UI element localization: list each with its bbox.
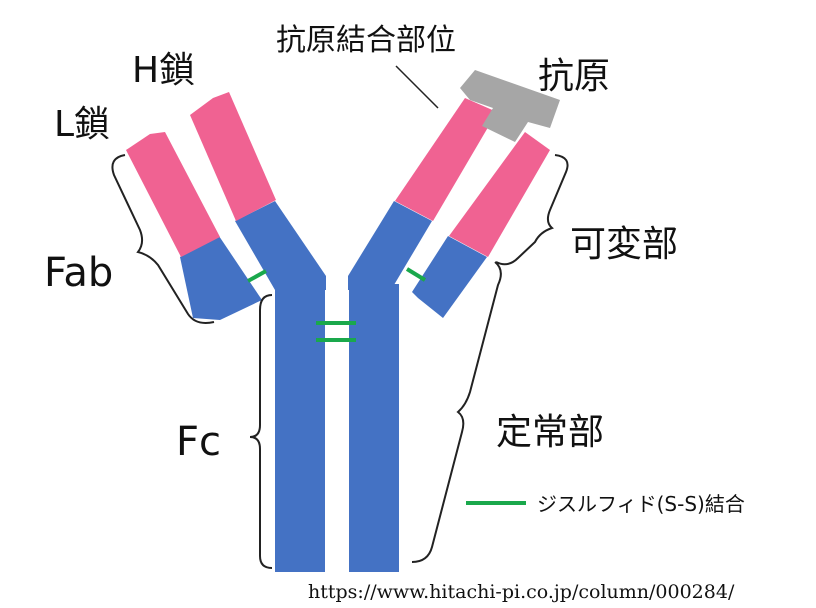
right-light-constant bbox=[412, 236, 487, 318]
antigen-label: 抗原 bbox=[538, 56, 610, 97]
right-light-variable bbox=[449, 132, 550, 257]
left-heavy-variable bbox=[190, 92, 276, 221]
left-light-variable bbox=[126, 132, 220, 257]
variable-region-label: 可変部 bbox=[570, 224, 678, 265]
antigen-block bbox=[460, 70, 560, 142]
right-heavy-constant bbox=[348, 201, 432, 290]
constant-region-brace bbox=[411, 261, 502, 563]
fc-label: Fc bbox=[176, 419, 221, 465]
fab-brace bbox=[111, 154, 215, 324]
constant-region-label: 定常部 bbox=[496, 412, 604, 453]
h-chain-label: H鎖 bbox=[132, 50, 195, 91]
left-heavy-constant bbox=[235, 201, 326, 290]
left-light-constant bbox=[180, 236, 262, 320]
legend-disulfide-label: ジスルフィド(S-S)結合 bbox=[537, 492, 745, 516]
disulfide-bond-right-arm bbox=[405, 267, 427, 282]
disulfide-bond-left-arm bbox=[247, 269, 267, 283]
fab-label: Fab bbox=[44, 250, 113, 296]
variable-region-brace bbox=[495, 154, 569, 266]
l-chain-label: L鎖 bbox=[54, 104, 110, 145]
right-heavy-variable bbox=[395, 98, 497, 221]
antigen-binding-site-label: 抗原結合部位 bbox=[276, 23, 456, 58]
fc-brace bbox=[249, 294, 273, 569]
fc-stem-right bbox=[349, 284, 399, 572]
fc-stem-left bbox=[275, 284, 325, 572]
source-url: https://www.hitachi-pi.co.jp/column/0002… bbox=[308, 581, 735, 603]
antigen-binding-site-leader bbox=[395, 65, 439, 109]
